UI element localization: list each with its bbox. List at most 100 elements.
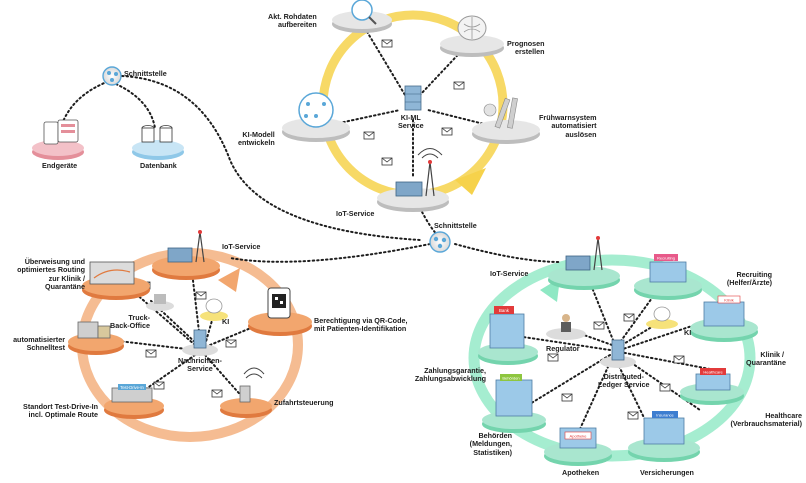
label-access-control: Zufahrtsteuerung — [274, 398, 334, 407]
clinic-building-icon — [703, 301, 745, 327]
platform-data-prep — [332, 0, 392, 33]
authority-building-icon — [495, 379, 533, 417]
label-healthcare: Healthcare (Verbrauchsmaterial) — [730, 411, 802, 429]
label-clinic: Klinik / Quarantäne — [746, 350, 786, 368]
magnifier-icon — [351, 0, 373, 21]
platform-forecast — [440, 15, 504, 57]
platform-access-control — [220, 367, 272, 418]
label-routing: Überweisung und optimiertes Routing zur … — [17, 257, 85, 292]
platform-authorities: Behörden — [482, 374, 546, 433]
healthcare-sign: Healthcare — [703, 370, 723, 375]
person-icon — [562, 314, 570, 322]
envelope-icon — [145, 349, 157, 358]
envelope-icon — [673, 355, 685, 364]
envelope-icon — [659, 383, 671, 392]
envelope-icon — [225, 339, 237, 348]
network-icon — [298, 92, 334, 128]
platform-rapid-test — [68, 321, 124, 355]
platform-recruiting: Recruiting — [634, 254, 702, 300]
envelope-icon — [453, 81, 465, 90]
label-data-prep: Akt. Rohdaten aufbereiten — [268, 12, 317, 30]
envelope-icon — [363, 131, 375, 140]
insurance-sign: Insurance — [656, 413, 674, 418]
platform-devices — [32, 119, 84, 160]
platform-routing — [82, 261, 150, 300]
label-right-iot: IoT-Service — [490, 269, 529, 278]
left-loop-arrowhead — [218, 268, 240, 292]
label-top-iot: IoT-Service — [336, 209, 375, 218]
brain-icon — [653, 306, 671, 322]
label-rapid-test: automatisierter Schnelltest — [13, 335, 65, 353]
label-ml-model: KI-Modell entwickeln — [238, 130, 275, 148]
envelope-icon — [623, 313, 635, 322]
gate-icon — [239, 385, 251, 403]
platform-ml-model — [282, 92, 350, 142]
envelope-icon — [627, 411, 639, 420]
label-qr: Berechtigung via QR-Code, mit Patienten-… — [314, 316, 408, 334]
label-message-service: Nachrichten- Service — [178, 356, 222, 374]
envelope-icon — [211, 389, 223, 398]
insurance-building-icon — [643, 417, 685, 445]
platform-truck-back-office — [146, 294, 174, 311]
label-interface-left: Schnittstelle — [124, 69, 167, 78]
label-truck-back-office: Truck- Back-Office — [110, 313, 150, 331]
domino-icon — [494, 97, 511, 129]
server-icon — [193, 329, 207, 349]
platform-insurance: Insurance — [628, 411, 700, 462]
envelope-icon — [153, 381, 165, 390]
interface-node-left — [102, 66, 122, 86]
platform-top-iot — [377, 148, 449, 212]
label-devices: Endgeräte — [42, 161, 78, 170]
drive-in-sign — [118, 384, 146, 390]
phone-icon — [43, 121, 59, 145]
platform-right-ai — [646, 306, 678, 329]
bank-sign: Bank — [499, 308, 510, 313]
database-icon — [141, 125, 173, 143]
brain-icon — [205, 298, 223, 314]
bank-building-icon — [489, 313, 525, 349]
envelope-icon — [547, 353, 559, 362]
test-booth-icon — [77, 321, 99, 339]
envelope-icon — [441, 127, 453, 136]
message-envelopes — [139, 39, 685, 420]
drive-in-sign-text: Test-Drive-In — [120, 385, 144, 390]
label-right-ai: KI — [684, 328, 692, 337]
label-ml-service: KI-ML Service — [398, 113, 424, 131]
behoerden-sign: Behörden — [502, 376, 519, 381]
recruiting-sign: Recruiting — [657, 256, 675, 261]
platform-clinic: Klinik — [690, 295, 758, 342]
label-authorities: Behörden (Meldungen, Statistiken) — [469, 431, 512, 457]
platform-ledger — [600, 339, 636, 368]
drive-in-station-icon — [111, 387, 153, 403]
label-database: Datenbank — [140, 161, 177, 170]
healthcare-building-icon — [695, 373, 731, 391]
interface-node-center — [429, 231, 451, 253]
platform-payment: Bank — [478, 306, 538, 365]
platform-ml-service — [404, 85, 422, 111]
apotheke-sign: Apotheke — [570, 434, 588, 439]
label-insurance: Versicherungen — [640, 468, 694, 477]
map-screen-icon — [89, 261, 135, 285]
label-test-drive-in: Standort Test-Drive-In incl. Optimale Ro… — [23, 402, 98, 420]
label-left-ai: KI — [222, 317, 230, 326]
platform-test-drive-in: Test-Drive-In — [104, 384, 164, 419]
label-left-iot: IoT-Service — [222, 242, 261, 251]
desk-icon — [154, 294, 166, 304]
server-icon — [404, 85, 422, 111]
envelope-icon — [561, 393, 573, 402]
envelope-icon — [381, 39, 393, 48]
label-ledger: Distributed- Ledger Service — [598, 372, 650, 390]
platform-healthcare: Healthcare — [680, 368, 744, 405]
label-early-warning: Frühwarnsystem automatisiert auslösen — [539, 113, 597, 139]
klinik-sign: Klinik — [724, 298, 734, 303]
platform-database — [132, 125, 184, 160]
platform-pharmacies: Apotheke — [544, 427, 612, 466]
platform-left-ai — [200, 298, 228, 321]
platform-qr — [248, 287, 312, 336]
building-icon — [649, 261, 687, 283]
label-interface-center: Schnittstelle — [434, 221, 477, 230]
envelope-icon — [593, 321, 605, 330]
label-forecast: Prognosen erstellen — [507, 39, 545, 57]
platform-regulator — [546, 314, 586, 340]
